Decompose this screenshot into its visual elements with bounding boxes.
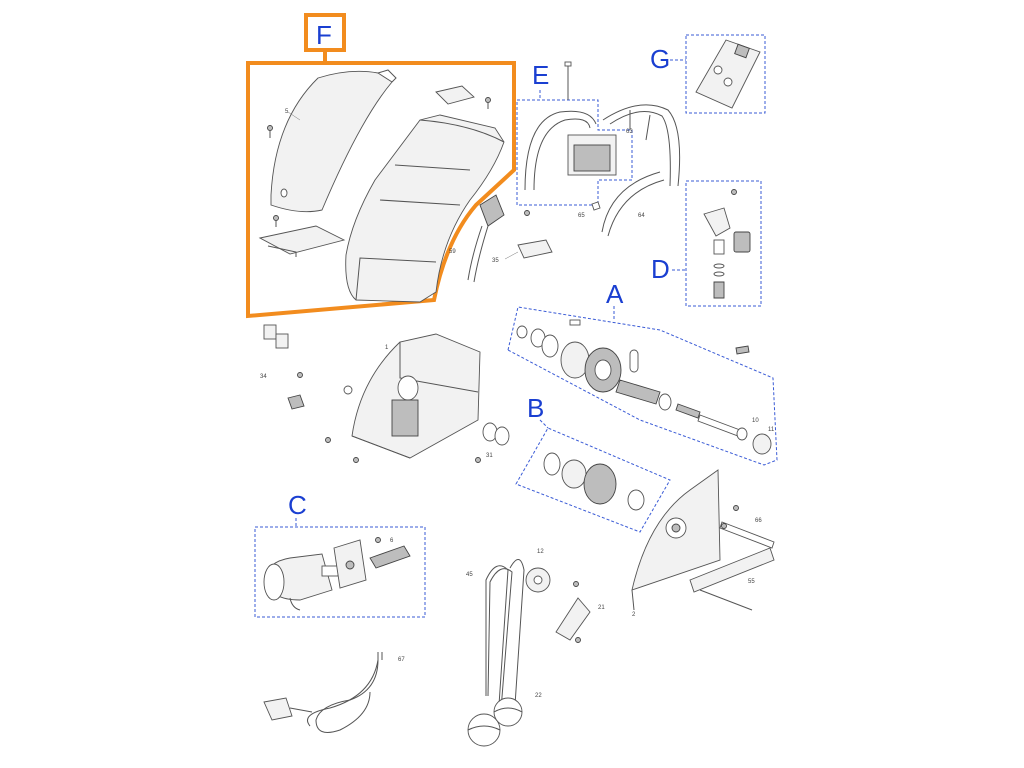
part-label-34: 34 (260, 374, 267, 380)
small-lid (435, 85, 475, 105)
worm-shaft (615, 379, 661, 405)
screw-icon (485, 97, 491, 109)
spring-icon (713, 281, 725, 299)
screw-icon (733, 505, 739, 511)
control-board (695, 39, 761, 109)
group-d[interactable]: D (651, 180, 762, 307)
pin-icon (735, 345, 750, 355)
circuit-board (258, 225, 346, 255)
part-label-65: 65 (578, 213, 585, 219)
screw-icon (575, 637, 581, 643)
part-label-64: 64 (638, 213, 645, 219)
mounting-bracket: 2 66 55 (631, 469, 775, 618)
group-f-letter: F (316, 20, 332, 50)
cable-clip (479, 194, 505, 227)
group-a-box (507, 306, 778, 466)
screw-icon (375, 537, 381, 543)
screw-icon (273, 215, 279, 227)
power-cable: 67 (263, 652, 405, 733)
group-b[interactable]: B (515, 393, 671, 533)
group-d-box (685, 180, 762, 307)
part-label-11: 11 (768, 427, 775, 433)
screw-icon (524, 210, 530, 216)
screw-icon (353, 457, 359, 463)
group-g[interactable]: G (650, 34, 766, 114)
part-label-12: 12 (537, 549, 544, 555)
group-d-letter: D (651, 254, 670, 284)
screw-icon (731, 189, 737, 195)
release-lever (555, 597, 591, 641)
part-label-1: 1 (385, 345, 389, 351)
screw-icon (721, 523, 727, 529)
cable-gland (263, 324, 277, 340)
part-label-31: 31 (486, 453, 493, 459)
screw-icon (267, 125, 273, 138)
part-label-21: 21 (598, 605, 605, 611)
part-label-10: 10 (752, 418, 759, 424)
screw-icon (475, 457, 481, 463)
group-e[interactable]: E 35 59 63 65 64 (449, 60, 681, 283)
power-plug-icon (263, 697, 293, 721)
part-label-67: 67 (398, 657, 405, 663)
group-a[interactable]: A 10 11 (507, 279, 778, 466)
perforated-bar (689, 547, 775, 593)
gearbox-base: 1 34 31 (260, 324, 510, 463)
group-a-letter: A (606, 279, 624, 309)
switch-icon (287, 394, 305, 410)
group-c[interactable]: C 6 (254, 490, 426, 618)
part-label-5: 5 (285, 109, 289, 115)
part-label-45: 45 (466, 572, 473, 578)
group-e-box (516, 99, 633, 206)
group-g-box (685, 34, 766, 114)
part-label-63: 63 (626, 129, 633, 135)
handle-ball (493, 697, 523, 727)
limit-switch-bracket (703, 207, 731, 237)
spring-icon (675, 403, 701, 419)
part-label-22: 22 (535, 693, 542, 699)
part-label-55: 55 (748, 579, 755, 585)
group-b-letter: B (527, 393, 544, 423)
main-housing (345, 114, 505, 303)
part-label-6: 6 (390, 538, 394, 544)
part-label-59: 59 (449, 249, 456, 255)
release-chain-assembly: 45 12 21 22 (466, 549, 605, 747)
part-label-2: 2 (632, 612, 636, 618)
part-label-35: 35 (492, 258, 499, 264)
screw-icon (325, 437, 331, 443)
part-label-66: 66 (755, 518, 762, 524)
group-e-letter: E (532, 60, 549, 90)
group-c-box (254, 526, 426, 618)
terminal-connector (517, 239, 553, 259)
group-c-letter: C (288, 490, 307, 520)
handle-ball (467, 713, 501, 747)
cable-gland (275, 333, 289, 349)
screw-icon (573, 581, 579, 587)
group-b-box (515, 427, 671, 533)
worm-gear-icon (369, 545, 411, 569)
group-f-outline (246, 50, 516, 319)
toothed-gear (583, 463, 617, 505)
screw-icon (297, 372, 303, 378)
group-g-letter: G (650, 44, 670, 74)
switch-block (733, 231, 751, 253)
group-f[interactable]: F 5 (246, 13, 516, 319)
